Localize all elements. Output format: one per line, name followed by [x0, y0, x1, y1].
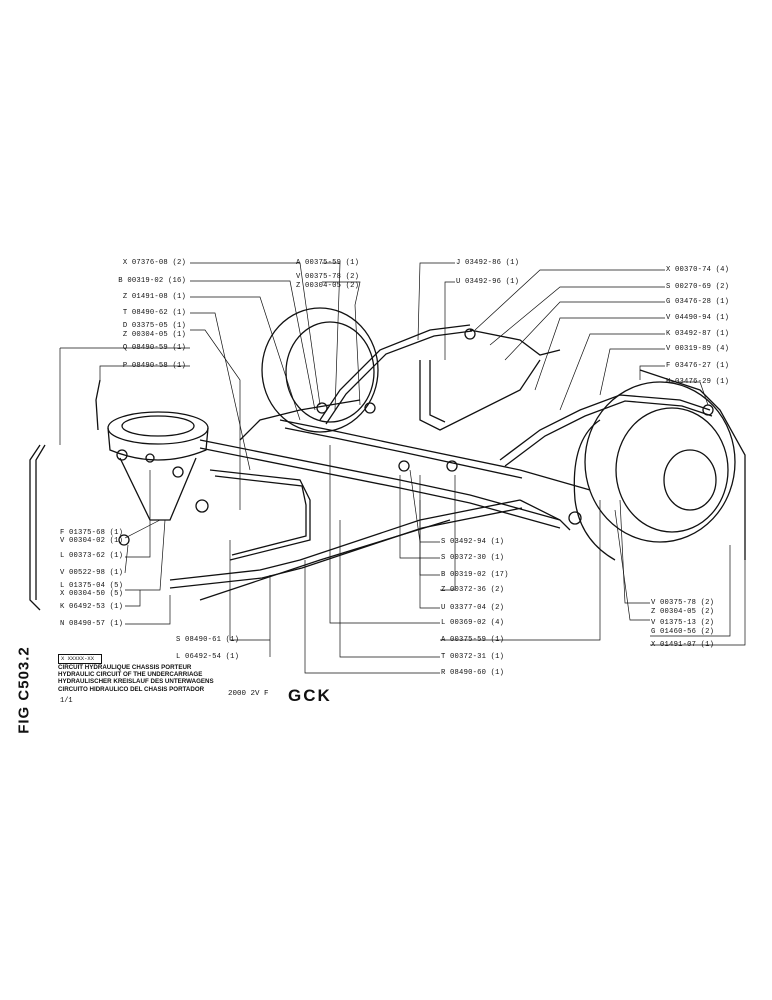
- part-label: Z 00304-05 (2): [296, 282, 360, 290]
- part-label: V 00319-89 (4): [666, 345, 730, 353]
- part-label: V 00522-98 (1): [60, 569, 124, 577]
- rear-wheel: [261, 307, 379, 433]
- part-label: G 03476-28 (1): [666, 298, 730, 306]
- part-label: U 03492-96 (1): [456, 278, 520, 286]
- part-label: P 08490-58 (1): [122, 362, 186, 370]
- part-label: B 00319-02 (16): [118, 277, 186, 285]
- part-label: F 03476-27 (1): [666, 362, 730, 370]
- scale: 1/1: [60, 697, 73, 705]
- title-block: CIRCUIT HYDRAULIQUE CHASSIS PORTEUR HYDR…: [58, 664, 228, 693]
- right-wheel-hub: [663, 449, 717, 511]
- title-english: HYDRAULIC CIRCUIT OF THE UNDERCARRIAGE: [58, 671, 203, 679]
- part-label: S 08490-61 (1): [176, 636, 240, 644]
- right-wheel-tyre-edge: [573, 419, 616, 561]
- part-label: X 07376-08 (2): [122, 259, 186, 267]
- part-label: S 00270-69 (2): [666, 283, 730, 291]
- main-pipe-upper: [199, 439, 561, 521]
- sheet-code: FIG C503.2: [15, 646, 33, 734]
- part-label: L 01375-04 (5): [60, 582, 124, 590]
- part-label: V 04490-94 (1): [666, 314, 730, 322]
- part-label: V 00375-78 (2): [651, 599, 715, 607]
- title-spanish: CIRCUITO HIDRAULICO DEL CHASIS PORTADOR: [58, 685, 205, 693]
- part-label: U 03377-04 (2): [441, 604, 505, 612]
- hose-right: [499, 394, 711, 461]
- part-label: X 00304-50 (5): [60, 590, 124, 598]
- right-wheel: [584, 381, 736, 543]
- part-label: V 01375-13 (2): [651, 619, 715, 627]
- part-label: Z 01491-08 (1): [122, 293, 186, 301]
- tank-opening: [121, 415, 195, 437]
- part-label: Z 00372-36 (2): [441, 586, 505, 594]
- part-label: T 00372-31 (1): [441, 653, 505, 661]
- part-label: Q 08490-59 (1): [122, 344, 186, 352]
- part-label: F 01375-68 (1): [60, 529, 124, 537]
- part-label: Z 00304-05 (2): [651, 608, 715, 616]
- part-label: L 06492-54 (1): [176, 653, 240, 661]
- part-label: B 00319-02 (17): [441, 571, 509, 579]
- part-label: X 01491-07 (1): [651, 641, 715, 649]
- part-label: K 03492-87 (1): [666, 330, 730, 338]
- part-label: H 03476-29 (1): [666, 378, 730, 386]
- part-label: G 01460-56 (2): [651, 628, 715, 636]
- hose-upper: [319, 324, 471, 421]
- tank-funnel: [119, 457, 197, 521]
- part-label: L 00373-62 (1): [60, 552, 124, 560]
- part-label: V 00375-78 (2): [296, 273, 360, 281]
- part-label: V 00304-02 (1): [60, 537, 124, 545]
- part-label: A 00375-59 (1): [296, 259, 360, 267]
- part-label: D 03375-05 (1): [122, 322, 186, 330]
- part-label: N 08490-57 (1): [60, 620, 124, 628]
- part-label: L 00369-02 (4): [441, 619, 505, 627]
- title-french: CIRCUIT HYDRAULIQUE CHASSIS PORTEUR: [58, 664, 192, 671]
- part-label: J 03492-86 (1): [456, 259, 520, 267]
- model: 2000 2V F: [228, 690, 269, 698]
- title-german: HYDRAULISCHER KREISLAUF DES UNTERWAGENS: [58, 678, 214, 686]
- part-label: A 00375-59 (1): [441, 636, 505, 644]
- part-label: K 06492-53 (1): [60, 603, 124, 611]
- part-label: R 08490-60 (1): [441, 669, 505, 677]
- rear-wheel-rim: [285, 321, 375, 423]
- right-wheel-rim: [615, 407, 729, 533]
- part-label: Z 00304-05 (1): [122, 331, 186, 339]
- part-label: S 03492-94 (1): [441, 538, 505, 546]
- tank-body: [107, 427, 209, 461]
- part-label: T 08490-62 (1): [122, 309, 186, 317]
- reference-box: X XXXXX-XX: [58, 654, 102, 664]
- part-label: S 00372-30 (1): [441, 554, 505, 562]
- machine-name: GCK: [288, 686, 332, 705]
- part-label: X 00370-74 (4): [666, 266, 730, 274]
